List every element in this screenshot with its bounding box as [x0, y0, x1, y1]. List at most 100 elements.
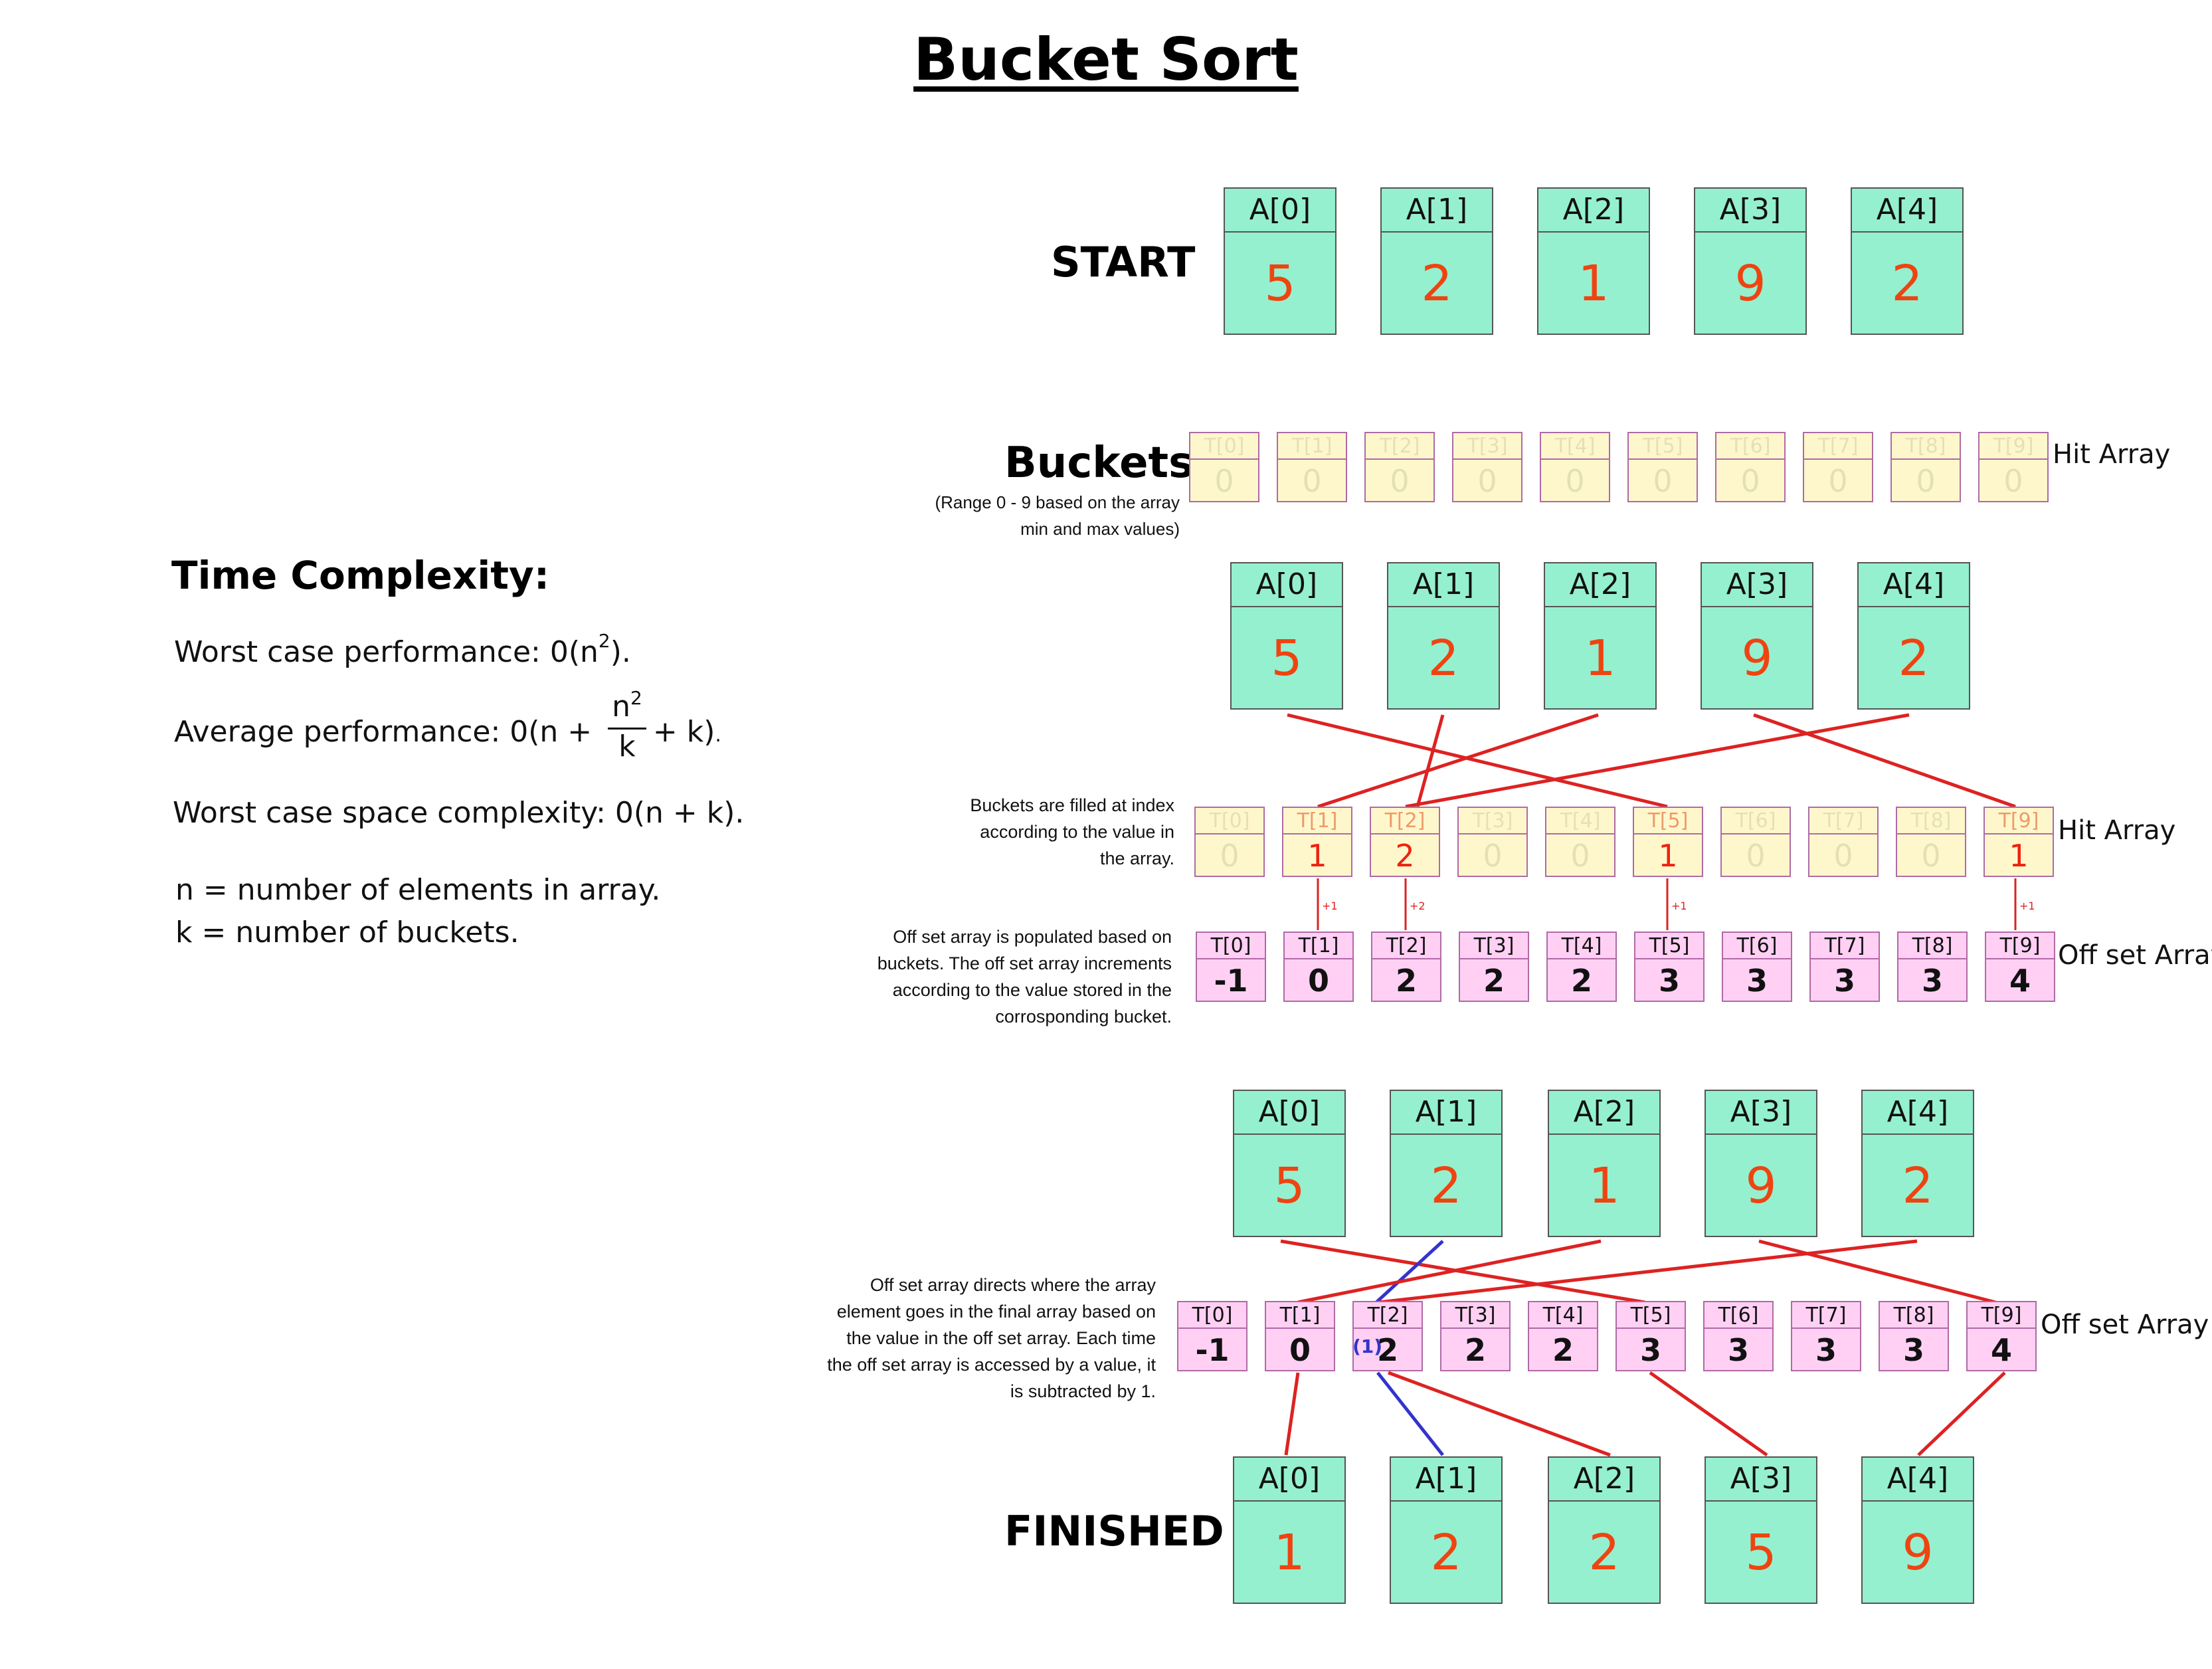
worst-suffix: ).	[610, 635, 631, 669]
cell-value: 0	[1390, 463, 1410, 499]
cell-label: T[5]	[1617, 1302, 1685, 1329]
cell-label: A[1]	[1391, 1458, 1501, 1502]
cell-label: T[1]	[1278, 433, 1346, 460]
cell-label: T[4]	[1548, 933, 1615, 959]
offset-cell: T[3]2	[1459, 932, 1529, 1002]
filled-hit-cell: T[6]0	[1720, 807, 1791, 877]
k-definition: k = number of buckets.	[175, 916, 519, 949]
cell-label: T[8]	[1880, 1302, 1948, 1329]
cell-value: 0	[1483, 838, 1503, 874]
filled-hit-cell: T[3] 0	[1457, 807, 1528, 877]
cell-label: A[0]	[1234, 1458, 1344, 1502]
cell-label: T[4]	[1546, 808, 1614, 834]
buckets-range-note: (Range 0 - 9 based on the array min and …	[935, 492, 1180, 539]
cell-value: 0	[1307, 963, 1329, 999]
initial-hit-cell: T[5]0	[1627, 432, 1698, 502]
offset-array-label-2: Off set Array	[2041, 1310, 2209, 1340]
cell-label: A[3]	[1702, 563, 1812, 607]
cell-label: T[7]	[1811, 933, 1879, 959]
cell-label: T[8]	[1892, 433, 1960, 460]
filled-hit-cell: T[4]0	[1545, 807, 1615, 877]
cell-label: A[2]	[1545, 563, 1655, 607]
hit-array-label-1: Hit Array	[2053, 439, 2171, 470]
fill-array-cell: A[3] 9	[1701, 562, 1813, 710]
increment-label: +2	[1410, 900, 1426, 912]
cell-value: 9	[1902, 1524, 1934, 1581]
cell-value: 5	[1271, 630, 1303, 687]
cell-label: A[0]	[1225, 189, 1335, 233]
cell-value: 2	[1430, 1157, 1462, 1215]
cell-value: 0	[1746, 838, 1766, 874]
worst-prefix: Worst case performance: 0(n	[174, 635, 599, 669]
cell-value: 1	[1658, 838, 1678, 874]
cell-value: 4	[2009, 963, 2031, 999]
filled-hit-cell: T[8]0	[1896, 807, 1966, 877]
fill-array-cell: A[0]5	[1230, 562, 1343, 710]
cell-value: 0	[1289, 1332, 1311, 1368]
fill-array-cell: A[1]2	[1387, 562, 1500, 710]
place-line	[1284, 1372, 1300, 1456]
cell-value: 3	[1639, 1332, 1661, 1368]
filled-hit-cell: T[1]1	[1282, 807, 1352, 877]
fill-array-cell: A[4]2	[1857, 562, 1970, 710]
offset-cell: T[8]3	[1897, 932, 1968, 1002]
offset-cell: T[2]2	[1371, 932, 1441, 1002]
cell-label: T[9]	[1980, 433, 2047, 460]
filled-hit-cell: T[0]0	[1194, 807, 1265, 877]
cell-label: A[4]	[1859, 563, 1969, 607]
cell-value: 3	[1902, 1332, 1924, 1368]
place-array-cell: A[2]1	[1548, 1090, 1661, 1237]
start-array-cell: A[2]1	[1537, 187, 1650, 335]
cell-label: A[4]	[1852, 189, 1962, 233]
cell-label: T[2]	[1372, 933, 1440, 959]
cell-value: 3	[1815, 1332, 1837, 1368]
map-line	[1317, 713, 1599, 809]
filled-hit-cell: T[9]1	[1983, 807, 2054, 877]
cell-label: T[8]	[1898, 933, 1966, 959]
map-line	[1405, 713, 1910, 809]
cell-label: A[3]	[1706, 1458, 1816, 1502]
fill-note: Buckets are filled at index according to…	[970, 795, 1174, 868]
cell-value: 0	[1916, 463, 1936, 499]
cell-label: T[2]	[1371, 808, 1439, 834]
place-array-cell: A[0]5	[1233, 1090, 1346, 1237]
populate-note: Off set array is populated based on buck…	[877, 927, 1172, 1027]
offset-cell-2: T[8] 3	[1879, 1301, 1949, 1371]
cell-value: 2	[1395, 838, 1415, 874]
cell-value: 5	[1273, 1157, 1305, 1215]
directs-note: Off set array directs where the array el…	[827, 1275, 1156, 1401]
initial-hit-cell: T[2] 0	[1364, 432, 1435, 502]
cell-value: 9	[1741, 630, 1773, 687]
map-line	[1378, 1239, 1918, 1304]
finished-array-cell: A[3]5	[1705, 1456, 1817, 1604]
cell-label: T[3]	[1453, 433, 1521, 460]
offset-cell-2: T[4]2	[1528, 1301, 1598, 1371]
cell-label: T[2]	[1366, 433, 1433, 460]
cell-value: 1	[2009, 838, 2029, 874]
space-line: Worst case space complexity: 0(n + k).	[173, 796, 745, 830]
cell-label: A[1]	[1391, 1091, 1501, 1135]
initial-hit-cell: T[7]0	[1803, 432, 1873, 502]
finished-array-cell: A[4]9	[1861, 1456, 1974, 1604]
buckets-label: Buckets	[1004, 439, 1194, 488]
cell-label: T[1]	[1283, 808, 1351, 834]
avg-num-sup: 2	[630, 687, 642, 709]
complexity-title: Time Complexity:	[171, 553, 550, 598]
offset-cell: T[4]2	[1546, 932, 1617, 1002]
cell-label: T[3]	[1459, 808, 1526, 834]
cell-value: 3	[1727, 1332, 1749, 1368]
cell-value: 0	[1477, 463, 1497, 499]
offset-cell-2: T[7]3	[1791, 1301, 1861, 1371]
filled-hit-cell: T[7]0	[1808, 807, 1879, 877]
avg-prefix: Average performance: 0(n +	[174, 715, 602, 749]
cell-value: 2	[1483, 963, 1505, 999]
place-array-cell: A[4]2	[1861, 1090, 1974, 1237]
start-array-cell: A[0]5	[1224, 187, 1336, 335]
cell-label: T[2]	[1354, 1302, 1422, 1329]
offset-cell: T[7]3	[1809, 932, 1880, 1002]
cell-value: 2	[1464, 1332, 1486, 1368]
cell-value: 0	[2003, 463, 2023, 499]
